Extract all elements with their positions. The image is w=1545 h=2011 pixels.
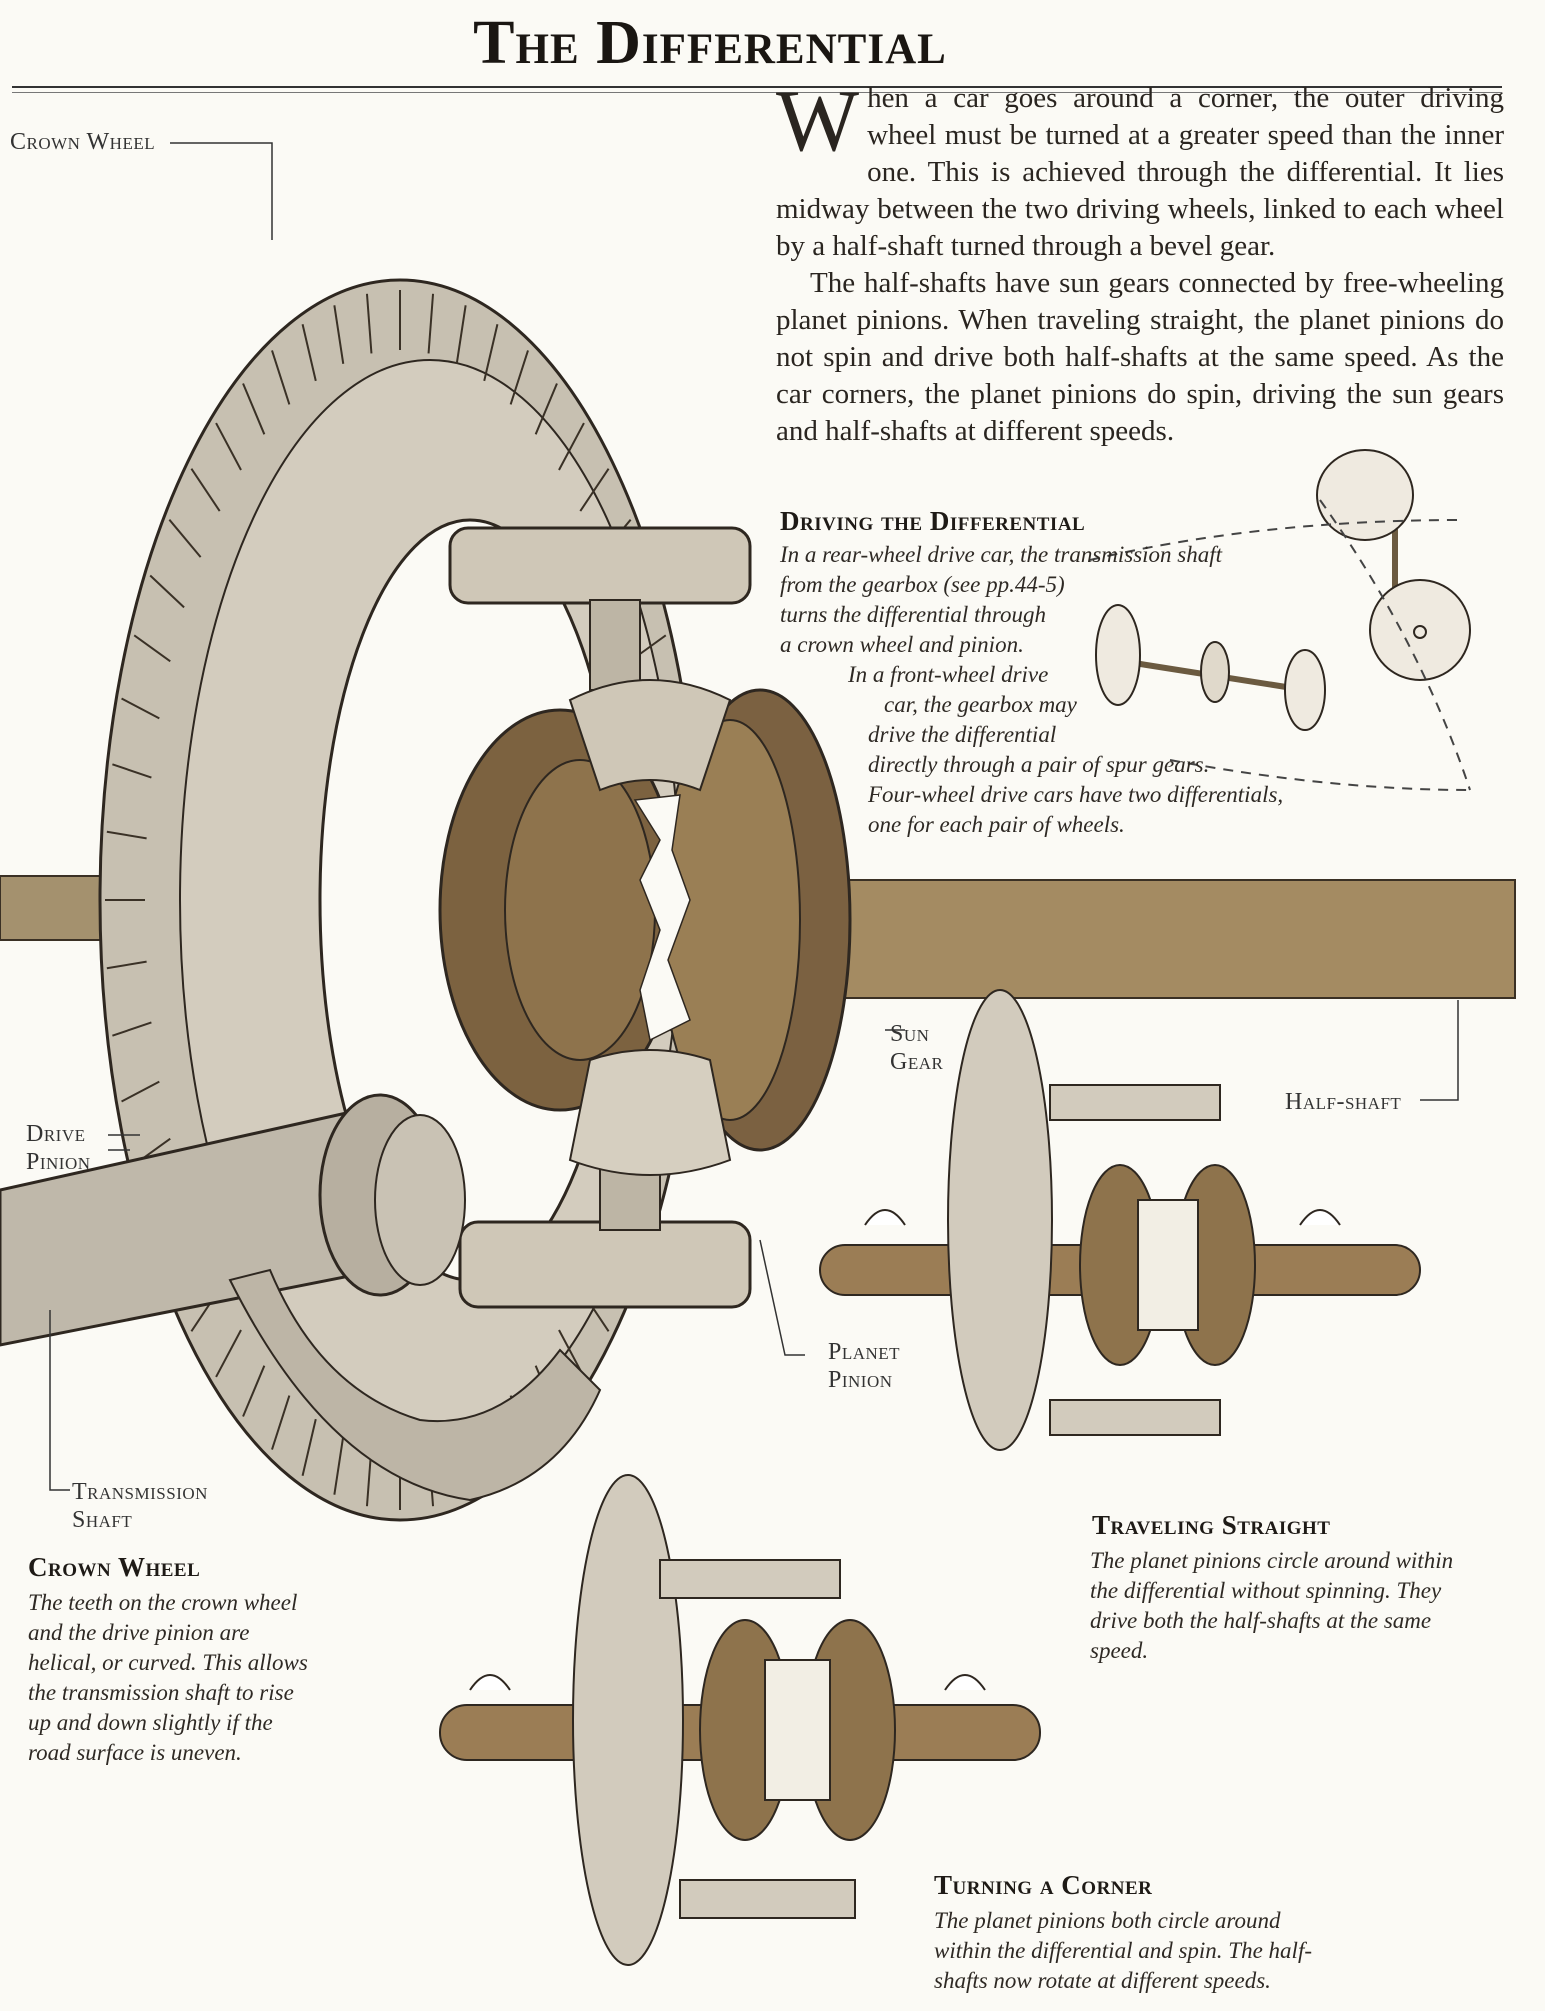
crown-tooth — [106, 960, 147, 970]
label-transmission-shaft-line2: Shaft — [72, 1507, 133, 1533]
crown-tooth — [301, 1418, 317, 1476]
label-drive-pinion-line1: Drive — [26, 1121, 86, 1147]
page-title: The Differential — [473, 9, 947, 77]
driving-line: Four-wheel drive cars have two different… — [868, 782, 1284, 807]
driving-line: In a front-wheel drive — [848, 662, 1049, 687]
label-sun-gear: Sun Gear — [890, 1020, 943, 1076]
corner-caption: The planet pinions both circle around wi… — [934, 1906, 1414, 1996]
title-rule-thin — [12, 92, 1502, 93]
label-planet-pinion-line1: Planet — [828, 1339, 901, 1365]
corner-diagram — [439, 1474, 1041, 1966]
crown-tooth — [215, 422, 242, 471]
crown-tooth — [534, 383, 558, 435]
label-crown-wheel: Crown Wheel — [10, 129, 156, 155]
crown-wheel-line: and the drive pinion are — [28, 1620, 250, 1645]
crown-tooth — [427, 293, 435, 354]
crown-tooth — [271, 350, 291, 405]
crown-tooth — [168, 519, 202, 558]
cage-arm-bottom — [458, 1220, 752, 1309]
crown-tooth — [271, 1395, 291, 1450]
driving-line: In a rear-wheel drive car, the transmiss… — [780, 542, 1223, 567]
crown-tooth — [333, 305, 345, 364]
label-half-shaft: Half-shaft — [1285, 1089, 1402, 1115]
crown-wheel-line: helical, or curved. This allows — [28, 1650, 308, 1675]
planet-pinion-bottom — [568, 1049, 732, 1176]
crown-wheel-line: The teeth on the crown wheel — [28, 1590, 298, 1615]
straight-line: drive both the half-shafts at the same — [1090, 1608, 1432, 1633]
title-rule — [12, 86, 1502, 88]
crown-wheel-lower-teeth — [228, 1268, 602, 1502]
crown-tooth — [149, 574, 185, 609]
drop-cap: W — [776, 73, 860, 170]
corner-line: The planet pinions both circle around — [934, 1908, 1281, 1933]
sun-gear-right — [659, 688, 852, 1152]
crown-tooth — [333, 1436, 345, 1495]
label-drive-pinion: Drive Pinion — [26, 1120, 91, 1176]
label-drive-pinion-line2: Pinion — [26, 1149, 91, 1175]
driving-line: one for each pair of wheels. — [868, 812, 1125, 837]
crown-tooth — [215, 1329, 242, 1378]
crown-tooth — [242, 383, 266, 435]
label-transmission-shaft-line1: Transmission — [72, 1479, 208, 1505]
driving-heading: Driving the Differential — [780, 506, 1086, 536]
label-sun-gear-line1: Sun — [890, 1021, 930, 1047]
crown-tooth — [365, 293, 373, 354]
crown-tooth — [483, 324, 499, 382]
driving-line: turns the differential through — [780, 602, 1046, 627]
drive-pinion — [318, 1093, 466, 1297]
crown-tooth — [121, 1080, 160, 1103]
planet-pinion-top — [568, 679, 732, 792]
corner-heading: Turning a Corner — [934, 1870, 1153, 1900]
straight-line: the differential without spinning. They — [1090, 1578, 1442, 1603]
straight-caption: The planet pinions circle around within … — [1090, 1546, 1510, 1666]
crown-tooth — [133, 634, 171, 663]
crown-wheel-caption: The teeth on the crown wheel and the dri… — [28, 1588, 348, 1768]
crown-tooth — [455, 305, 467, 364]
driving-line: car, the gearbox may — [884, 692, 1077, 717]
crown-tooth — [190, 468, 221, 512]
straight-diagram — [819, 989, 1421, 1451]
crown-tooth — [112, 1021, 152, 1037]
intro-p1-text: hen a car goes around a corner, the oute… — [776, 82, 1504, 262]
straight-line: The planet pinions circle around within — [1090, 1548, 1454, 1573]
crown-tooth — [112, 763, 152, 779]
label-planet-pinion-line2: Pinion — [828, 1367, 893, 1393]
crown-wheel-heading: Crown Wheel — [28, 1552, 201, 1582]
corner-line: within the differential and spin. The ha… — [934, 1938, 1312, 1963]
driving-inset-diagram — [1089, 449, 1471, 791]
label-planet-pinion: Planet Pinion — [828, 1338, 900, 1394]
crown-wheel-line: the transmission shaft to rise — [28, 1680, 294, 1705]
crown-tooth — [106, 830, 147, 840]
crown-wheel-line: up and down slightly if the — [28, 1710, 273, 1735]
center-gap — [633, 794, 691, 1042]
intro-paragraph-2: The half-shafts have sun gears connected… — [776, 267, 1504, 447]
crown-wheel-line: road surface is uneven. — [28, 1740, 242, 1765]
driving-line: drive the differential — [868, 722, 1057, 747]
label-sun-gear-line2: Gear — [890, 1049, 944, 1075]
driving-line: from the gearbox (see pp.44-5) — [780, 572, 1065, 597]
sun-gear-left — [438, 708, 682, 1112]
driving-line: a crown wheel and pinion. — [780, 632, 1024, 657]
straight-line: speed. — [1090, 1638, 1149, 1663]
label-transmission-shaft: Transmission Shaft — [72, 1478, 208, 1534]
crown-tooth — [579, 468, 610, 512]
leader-lines — [49, 142, 1459, 1491]
crown-tooth — [242, 1365, 266, 1417]
crown-tooth — [121, 697, 160, 720]
straight-heading: Traveling Straight — [1092, 1510, 1331, 1540]
cage-post-top — [589, 599, 641, 691]
crown-tooth — [301, 324, 317, 382]
driving-caption: In a rear-wheel drive car, the transmiss… — [780, 540, 1340, 840]
cage-arm-top — [448, 526, 752, 605]
crown-tooth — [509, 350, 529, 405]
driving-line: directly through a pair of spur gears. — [868, 752, 1210, 777]
main-half-shaft — [789, 879, 1516, 999]
crown-tooth — [558, 422, 585, 471]
corner-line: shafts now rotate at different speeds. — [934, 1968, 1271, 1993]
